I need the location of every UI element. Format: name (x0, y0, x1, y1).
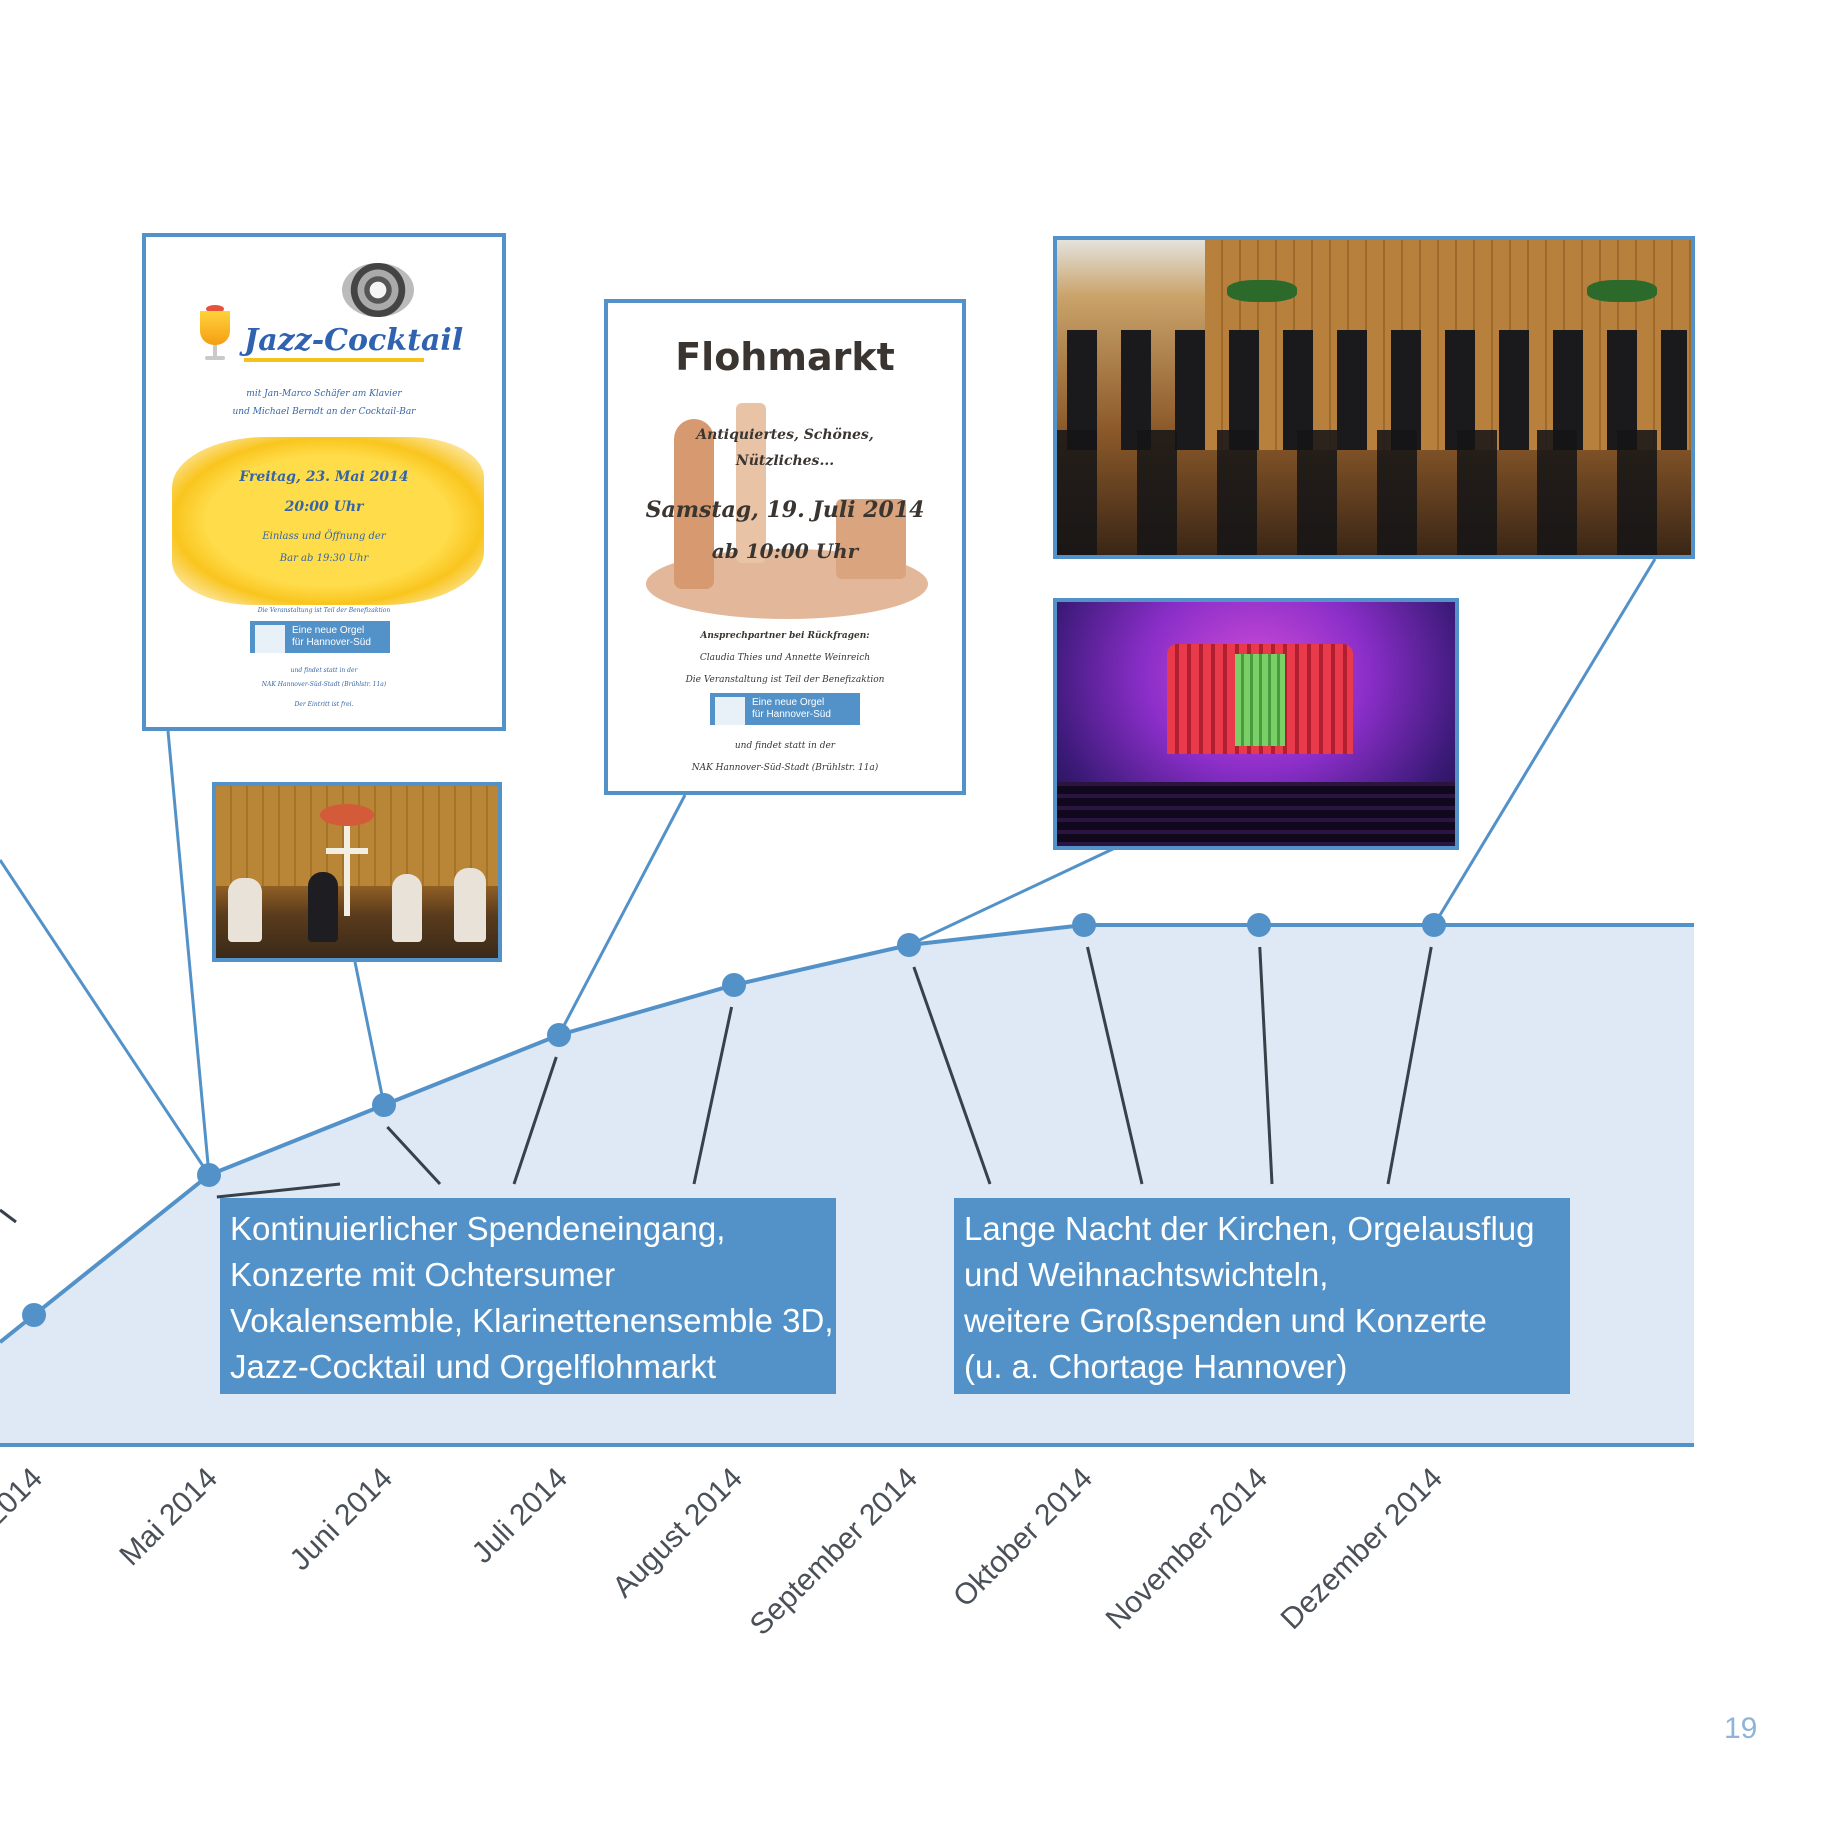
data-point (197, 1163, 221, 1187)
data-point (1247, 913, 1271, 937)
flohmarkt-sub2: Nützliches... (735, 453, 835, 469)
photo-leader-line (353, 961, 386, 1106)
caption-leader-line (912, 966, 992, 1185)
yellow-splash (172, 437, 484, 605)
tick-label: Mai 2014 (113, 1462, 224, 1573)
tick-label: November 2014 (1100, 1462, 1274, 1636)
caption-summer-line2: Konzerte mit Ochtersumer (230, 1256, 616, 1293)
photo-leader-line (0, 859, 211, 1176)
flohmarkt-date: Samstag, 19. Juli 2014 (645, 497, 925, 523)
cocktail-glass-icon (200, 299, 230, 361)
caption-autumn-line3: weitere Großspenden und Konzerte (964, 1302, 1487, 1339)
jazz-date: Freitag, 23. Mai 2014 (239, 469, 409, 485)
jazz-line2: und Michael Berndt an der Cocktail-Bar (232, 407, 416, 417)
clarinet-ensemble-photo (212, 782, 502, 962)
flohmarkt-poster: Flohmarkt Antiquiertes, Schönes, Nützlic… (604, 299, 966, 795)
data-point (22, 1303, 46, 1327)
caption-autumn: Lange Nacht der Kirchen, Orgelausflug un… (954, 1198, 1570, 1394)
tick-label: Juli 2014 (466, 1462, 574, 1570)
jazz-free: Der Eintritt ist frei. (294, 701, 354, 708)
tick-label: August 2014 (606, 1462, 748, 1604)
caption-leader-line (0, 1208, 17, 1224)
jazz-title: Jazz-Cocktail (244, 323, 463, 362)
caption-autumn-line4: (u. a. Chortage Hannover) (964, 1348, 1348, 1385)
caption-leader-line (1258, 946, 1274, 1185)
jazz-note: Die Veranstaltung ist Teil der Benefizak… (257, 607, 391, 614)
jazz-line1: mit Jan-Marco Schäfer am Klavier (246, 389, 402, 399)
flohmarkt-venue1: und findet statt in der (734, 741, 836, 751)
jazz-time: 20:00 Uhr (284, 499, 364, 515)
flohmarkt-organ-badge: Eine neue Orgel für Hannover-Süd (710, 693, 860, 725)
photo-leader-line (166, 730, 211, 1176)
caption-autumn-line2: und Weihnachtswichteln, (964, 1256, 1329, 1293)
photo-leader-line (1432, 558, 1657, 926)
tick-labels: 2014 Mai 2014 Juni 2014 Juli 2014 August 201… (0, 1462, 1449, 1642)
caption-summer: Kontinuierlicher Spendeneingang, Konzert… (220, 1198, 836, 1394)
jazz-cocktail-poster: Jazz-Cocktail mit Jan-Marco Schäfer am K… (142, 233, 506, 731)
data-point (1422, 913, 1446, 937)
flohmarkt-contact2: Claudia Thies und Annette Weinreich (699, 653, 871, 663)
caption-leaders (0, 946, 1433, 1224)
tick-label: Juni 2014 (284, 1462, 399, 1577)
choir-concert-photo (1053, 236, 1695, 559)
organ-logo-icon (715, 697, 745, 725)
jazz-badge-line1: Eine neue Orgel (292, 625, 365, 636)
photo-leaders (0, 558, 1657, 1176)
caption-leader-line (1386, 946, 1433, 1185)
jazz-entry2: Bar ab 19:30 Uhr (279, 553, 369, 564)
tick-label: September 2014 (744, 1462, 924, 1642)
data-point (547, 1023, 571, 1047)
flea-market-illustration (646, 399, 928, 621)
tick-label: 2014 (0, 1462, 49, 1533)
caption-summer-line4: Jazz-Cocktail und Orgelflohmarkt (230, 1348, 717, 1385)
flohmarkt-time: ab 10:00 Uhr (711, 539, 859, 563)
caption-leader-line (512, 1056, 558, 1185)
caption-leader-line (216, 1182, 341, 1199)
jazz-badge-line2: für Hannover-Süd (292, 637, 371, 648)
vinyl-record-icon (342, 263, 414, 317)
caption-leader-line (1086, 946, 1144, 1185)
data-point (372, 1093, 396, 1117)
jazz-venue1: und findet statt in der (290, 667, 358, 674)
caption-summer-line1: Kontinuierlicher Spendeneingang, (230, 1210, 726, 1247)
flohmarkt-note: Die Veranstaltung ist Teil der Benefizak… (685, 675, 885, 685)
flohmarkt-sub1: Antiquiertes, Schönes, (696, 427, 874, 443)
caption-leader-line (386, 1125, 442, 1186)
jazz-venue2: NAK Hannover-Süd-Stadt (Brühlstr. 11a) (261, 681, 387, 688)
jazz-organ-badge: Eine neue Orgel für Hannover-Süd (250, 621, 390, 653)
organ-night-photo (1053, 598, 1459, 850)
flohmarkt-title: Flohmarkt (675, 335, 895, 379)
jazz-entry1: Einlass und Öffnung der (262, 531, 386, 542)
caption-autumn-line1: Lange Nacht der Kirchen, Orgelausflug (964, 1210, 1535, 1247)
flohmarkt-contact1: Ansprechpartner bei Rückfragen: (700, 631, 870, 641)
tick-label: Dezember 2014 (1275, 1462, 1449, 1636)
photo-leader-line (908, 846, 1116, 947)
flohmarkt-badge-line1: Eine neue Orgel (752, 697, 825, 708)
caption-summer-line3: Vokalensemble, Klarinettenensemble 3D, (230, 1302, 834, 1339)
caption-leader-line (692, 1006, 734, 1185)
flohmarkt-badge-line2: für Hannover-Süd (752, 709, 831, 720)
tick-label: Oktober 2014 (947, 1462, 1099, 1614)
photo-leader-line (557, 794, 687, 1036)
data-point (897, 933, 921, 957)
page-number: 19 (1724, 1712, 1758, 1745)
data-point (722, 973, 746, 997)
data-point (1072, 913, 1096, 937)
flohmarkt-venue2: NAK Hannover-Süd-Stadt (Brühlstr. 11a) (691, 763, 879, 773)
organ-logo-icon (255, 625, 285, 653)
data-points (22, 913, 1446, 1327)
